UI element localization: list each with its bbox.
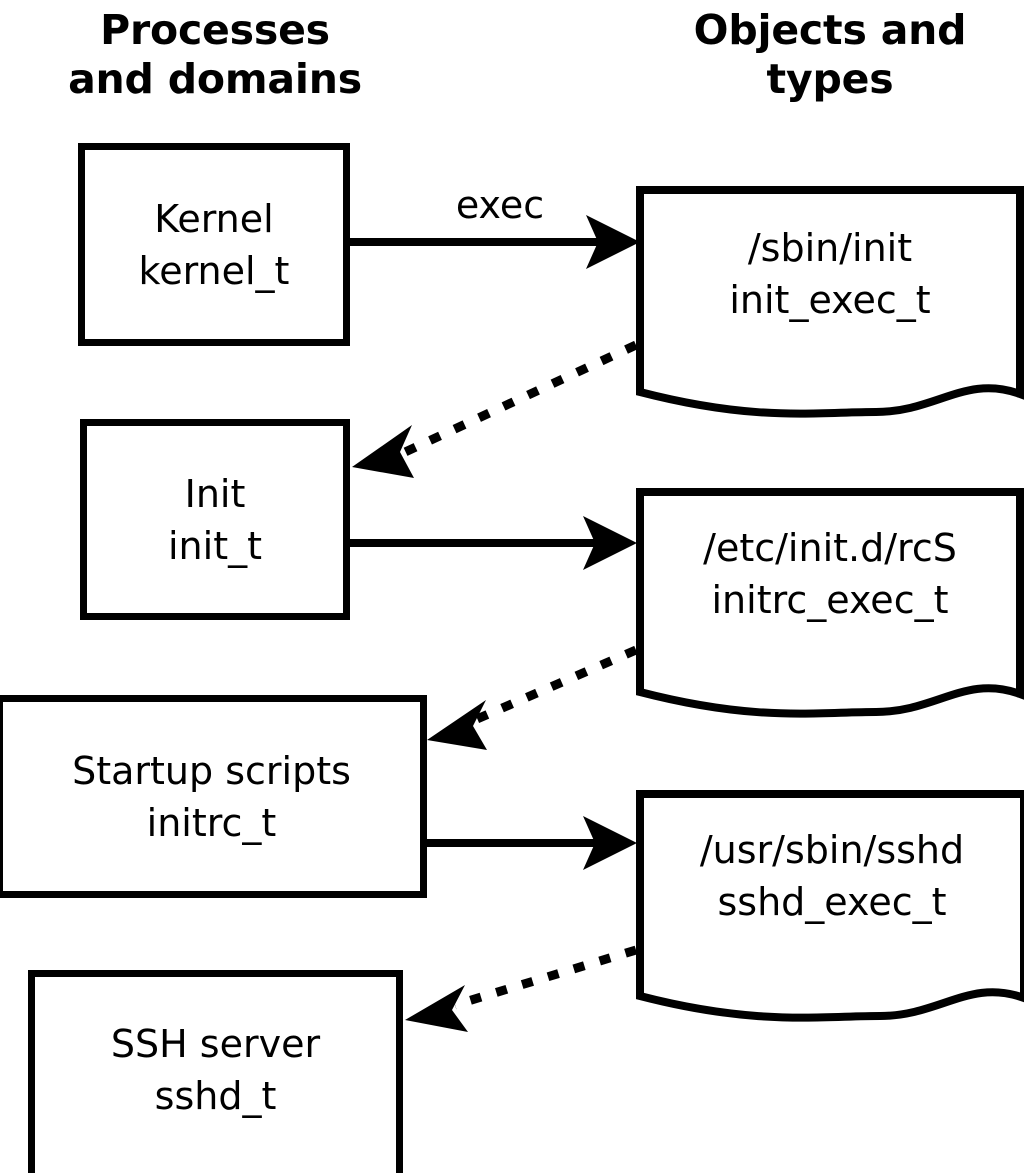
- process-box-kernel[interactable]: Kernel kernel_t: [78, 143, 350, 346]
- process-box-initrc[interactable]: Startup scripts initrc_t: [0, 695, 427, 898]
- document-shape-icon: [636, 186, 1024, 418]
- arrowhead-icon: [583, 516, 637, 570]
- column-header-processes: Processes and domains: [68, 6, 362, 103]
- process-box-init-label: Init init_t: [168, 471, 262, 568]
- edge-initrc-to-sshd-exec: [427, 816, 637, 870]
- edge-sshd-exec-to-sshd: [405, 945, 638, 1032]
- document-shape-icon: [636, 790, 1024, 1022]
- object-doc-init-exec[interactable]: /sbin/init init_exec_t: [636, 186, 1024, 426]
- object-doc-init-exec-label: /sbin/init init_exec_t: [729, 226, 931, 322]
- object-doc-initrc-exec-label: /etc/init.d/rcS initrc_exec_t: [703, 526, 957, 622]
- arrowhead-icon: [586, 215, 640, 269]
- object-doc-sshd-exec-label: /usr/sbin/sshd sshd_exec_t: [699, 828, 965, 924]
- arrowhead-icon: [583, 816, 637, 870]
- edge-initrc-exec-to-initrc: [427, 645, 638, 750]
- column-header-objects: Objects and types: [693, 6, 967, 103]
- process-box-init[interactable]: Init init_t: [80, 419, 350, 620]
- document-shape-icon: [636, 488, 1024, 718]
- edge-init-to-initrc-exec: [350, 516, 637, 570]
- arrowhead-icon: [405, 985, 468, 1032]
- object-doc-initrc-exec[interactable]: /etc/init.d/rcS initrc_exec_t: [636, 488, 1024, 726]
- arrowhead-icon: [352, 425, 414, 478]
- process-box-kernel-label: Kernel kernel_t: [138, 196, 290, 293]
- edge-label-exec: exec: [455, 183, 545, 227]
- object-doc-sshd-exec[interactable]: /usr/sbin/sshd sshd_exec_t: [636, 790, 1024, 1030]
- process-box-sshd-label: SSH server sshd_t: [110, 1022, 321, 1118]
- arrowhead-icon: [427, 700, 487, 750]
- process-box-initrc-label: Startup scripts initrc_t: [72, 748, 351, 845]
- edge-init-exec-to-init: [352, 340, 638, 478]
- process-box-sshd[interactable]: SSH server sshd_t: [28, 970, 403, 1173]
